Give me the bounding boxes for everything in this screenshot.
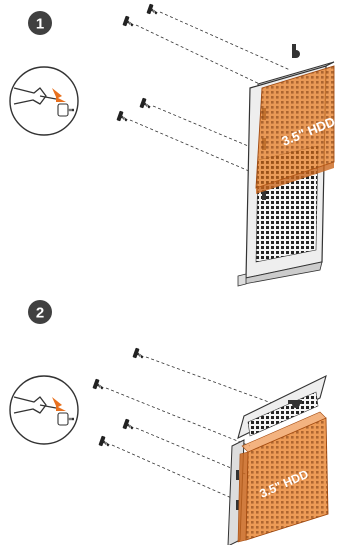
screw-icon bbox=[146, 4, 159, 17]
screw-icon bbox=[116, 111, 129, 124]
screwdriver-callout-1 bbox=[10, 67, 78, 135]
step-1: 1 bbox=[10, 4, 337, 286]
screw-icon bbox=[139, 98, 152, 111]
screw-icon bbox=[122, 16, 135, 29]
screwdriver-callout-2 bbox=[10, 376, 78, 444]
step-2: 2 bbox=[10, 300, 328, 545]
screw-icon bbox=[92, 379, 105, 392]
step-1-number: 1 bbox=[36, 16, 44, 33]
screw-icon bbox=[122, 419, 135, 432]
step-2-number: 2 bbox=[36, 305, 44, 322]
screw-icon bbox=[98, 436, 111, 449]
screw-icon bbox=[132, 348, 145, 361]
